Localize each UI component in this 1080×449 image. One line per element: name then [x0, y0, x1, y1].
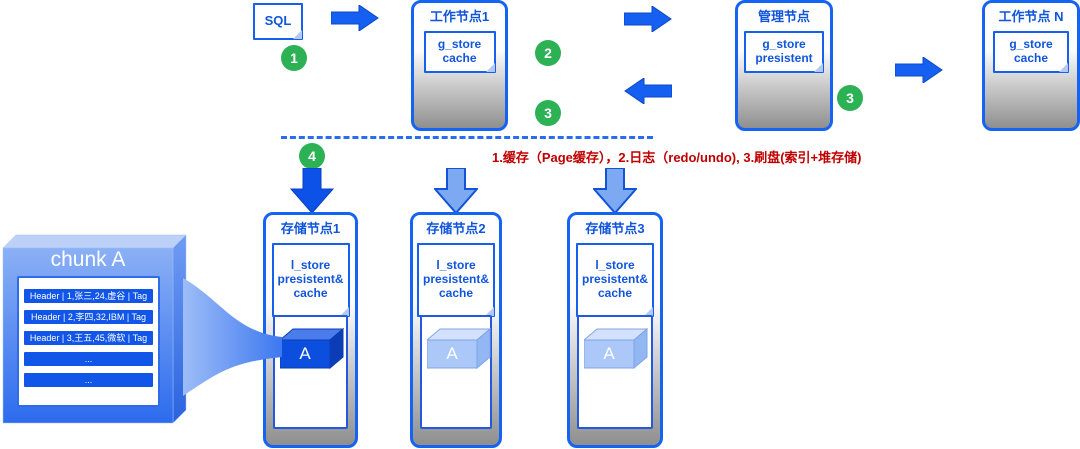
- flow-arrow-manager-to-workerN-icon: [895, 57, 943, 83]
- node-storage1-title: 存储节点1: [280, 221, 341, 236]
- note-line: presistent: [755, 51, 813, 65]
- chunk-cube-dark: A: [278, 327, 345, 371]
- note-line: presistent&: [422, 272, 490, 287]
- sql-label: SQL: [264, 13, 292, 29]
- step-badge-1: 1: [281, 45, 307, 71]
- write-arrow-storage2-icon: [434, 168, 478, 214]
- node-workerN-title: 工作节点 N: [998, 9, 1064, 24]
- note-line: presistent&: [277, 272, 344, 287]
- sql-note: SQL: [253, 3, 303, 40]
- chunk-cube-light: A: [425, 327, 492, 371]
- chunk-row-list: Header | 1,张三,24,虚谷 | Tag Header | 2,李四,…: [17, 276, 160, 407]
- node-storage2: 存储节点2 l_store presistent& cache A: [410, 212, 502, 448]
- node-worker1-title: 工作节点1: [429, 9, 490, 24]
- node-workerN: 工作节点 N g_store cache: [982, 0, 1080, 131]
- write-steps-annotation: 1.缓存（Page缓存），2.日志（redo/undo), 3.刷盘(索引+堆存…: [492, 150, 862, 165]
- note-line: cache: [442, 51, 477, 65]
- step-badge-4: 4: [299, 143, 325, 169]
- note-line: l_store: [595, 258, 635, 273]
- node-workerN-store-note: g_store cache: [993, 31, 1069, 73]
- cube-label: A: [446, 344, 458, 363]
- note-line: presistent&: [581, 272, 649, 287]
- zoom-funnel-icon: [183, 278, 282, 396]
- step-badge-3b: 3: [837, 85, 863, 111]
- step-badge-3: 3: [535, 100, 561, 126]
- flow-arrow-worker1-to-manager-icon: [624, 6, 672, 32]
- write-arrow-storage3-icon: [593, 168, 637, 214]
- note-line: cache: [293, 285, 328, 300]
- storage3-data-area: A: [577, 315, 653, 429]
- note-line: g_store: [762, 37, 806, 52]
- cube-icon: [582, 327, 649, 370]
- node-manager: 管理节点 g_store presistent: [735, 0, 833, 131]
- chunk-title: chunk A: [50, 248, 126, 271]
- note-line: cache: [597, 285, 633, 300]
- node-storage3: 存储节点3 l_store presistent& cache A: [567, 212, 663, 448]
- cube-label: A: [299, 344, 311, 363]
- cube-icon: [425, 327, 492, 370]
- note-line: g_store: [1009, 37, 1053, 52]
- chunk-row: Header | 3,王五,45,微软 | Tag: [24, 331, 153, 345]
- chunk-row: Header | 1,张三,24,虚谷 | Tag: [24, 289, 153, 303]
- chunk-cube-light: A: [582, 327, 649, 371]
- cube-label: A: [603, 344, 615, 363]
- step-badge-2: 2: [535, 40, 561, 66]
- dashed-divider: [281, 136, 653, 139]
- node-storage2-store-note: l_store presistent& cache: [417, 243, 495, 317]
- node-storage1-store-note: l_store presistent& cache: [271, 243, 350, 317]
- node-storage3-store-note: l_store presistent& cache: [576, 243, 654, 317]
- note-line: cache: [1013, 51, 1049, 65]
- storage1-data-area: A: [273, 315, 348, 429]
- note-line: l_store: [290, 258, 331, 273]
- node-storage1: 存储节点1 l_store presistent& cache A: [263, 212, 358, 448]
- storage2-data-area: A: [420, 315, 492, 429]
- node-manager-store-note: g_store presistent: [744, 31, 824, 73]
- node-manager-title: 管理节点: [757, 9, 810, 24]
- chunk-row: ...: [24, 352, 153, 366]
- node-worker1-store-note: g_store cache: [423, 31, 496, 73]
- cube-icon: [278, 327, 345, 370]
- node-storage2-title: 存储节点2: [426, 221, 486, 236]
- flow-arrow-sql-to-worker1-icon: [331, 5, 379, 31]
- chunk-row: ...: [24, 373, 153, 387]
- flow-arrow-manager-to-worker1-icon: [624, 78, 672, 104]
- note-line: l_store: [436, 258, 476, 273]
- node-storage3-title: 存储节点3: [585, 221, 645, 236]
- chunk-row: Header | 2,李四,32,IBM | Tag: [24, 310, 153, 324]
- note-line: cache: [438, 285, 474, 300]
- write-arrow-storage1-icon: [290, 168, 334, 214]
- node-worker1: 工作节点1 g_store cache: [411, 0, 508, 131]
- note-line: g_store: [437, 37, 482, 52]
